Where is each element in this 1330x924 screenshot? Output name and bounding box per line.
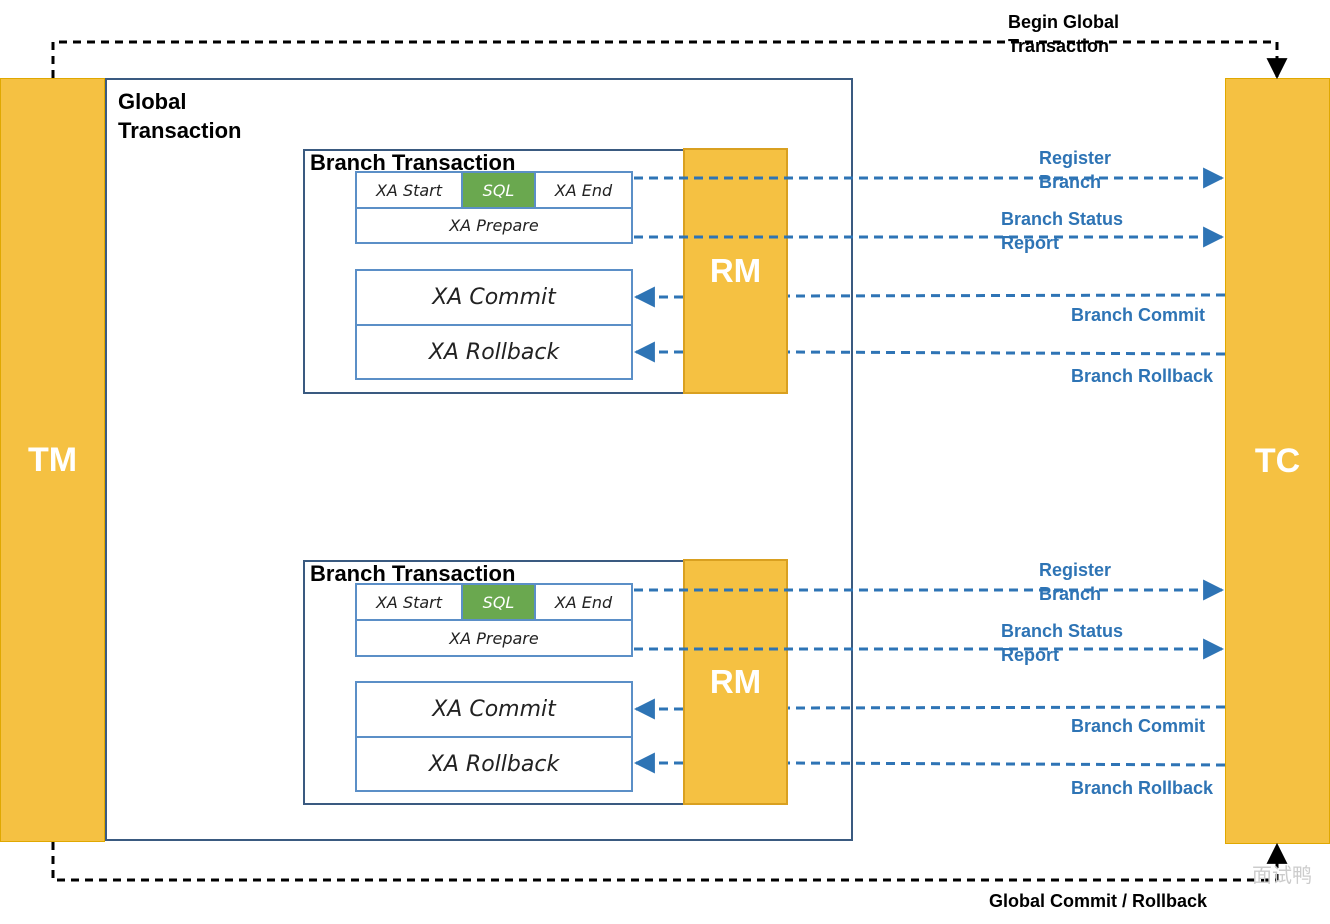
watermark-text: 面试鸭 [1252,865,1312,887]
xa-prepare-cell-2: XA Prepare [355,619,633,657]
branch-rollback-line-1 [787,350,1226,356]
branch-commit-line-2 [787,705,1226,710]
global-transaction-label-line2: Transaction [118,118,242,143]
branch-status-report-label-2: Branch Status Report [1001,619,1123,667]
begin-global-transaction-label: Begin Global Transaction [1008,10,1119,58]
branch-rollback-label-1: Branch Rollback [1071,366,1214,386]
xa-end-cell-2: XA End [534,583,633,621]
register-branch-line2-1: Branch [1039,172,1102,192]
register-branch-line1-2: Register [1039,560,1112,580]
global-commit-rollback-arrow [51,842,1288,882]
xa-end-cell-1: XA End [534,171,633,209]
branch-transaction-title-1: Branch Transaction [310,150,516,175]
begin-global-transaction-arrow [51,40,1288,80]
xa-start-cell-1: XA Start [355,171,463,209]
branch-status-report-label-1: Branch Status Report [1001,207,1123,255]
tc-label: TC [1254,441,1301,480]
rm-label-2: RM [709,663,762,700]
register-branch-label-1: Register Branch [1039,146,1111,194]
register-branch-label-2: Register Branch [1039,558,1111,606]
rm-label-1: RM [709,252,762,289]
branch-commit-line-1 [787,293,1226,298]
tc-box: TC [1225,78,1330,844]
branch-transaction-title-2: Branch Transaction [310,561,516,586]
tm-box: TM [0,78,105,842]
xa-rollback-cell-2: XA Rollback [355,736,633,792]
branch-status-line2-1: Report [1001,233,1059,253]
begin-global-label-line2: Transaction [1008,36,1110,56]
xa-start-cell-2: XA Start [355,583,463,621]
rm-box-1: RM [683,148,788,394]
branch-commit-label-2: Branch Commit [1071,716,1206,736]
branch-commit-label-1: Branch Commit [1071,305,1206,325]
xa-rollback-cell-1: XA Rollback [355,324,633,380]
global-transaction-label: Global Transaction [118,87,241,145]
begin-global-label-line1: Begin Global [1008,12,1120,32]
branch-rollback-label-2: Branch Rollback [1071,778,1214,798]
global-transaction-label-line1: Global [118,89,187,114]
register-branch-line1-1: Register [1039,148,1112,168]
branch-status-line1-1: Branch Status [1001,209,1124,229]
branch-status-line1-2: Branch Status [1001,621,1124,641]
tm-label: TM [27,440,78,479]
register-branch-line2-2: Branch [1039,584,1102,604]
branch-rollback-line-2 [787,761,1226,767]
global-commit-rollback-label: Global Commit / Rollback [989,891,1208,911]
rm-box-2: RM [683,559,788,805]
branch-status-line2-2: Report [1001,645,1059,665]
xa-prepare-cell-1: XA Prepare [355,207,633,244]
